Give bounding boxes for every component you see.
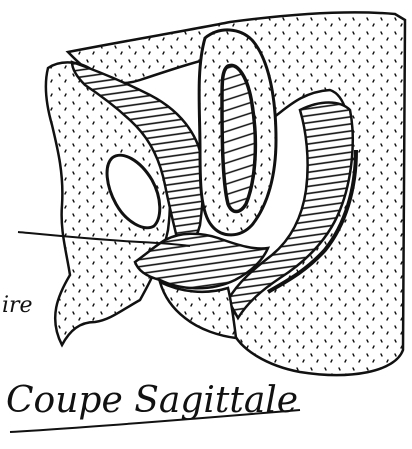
- side-label: ire: [2, 293, 33, 318]
- caption: Coupe Sagittale: [6, 380, 298, 421]
- perineal-body: [160, 282, 236, 338]
